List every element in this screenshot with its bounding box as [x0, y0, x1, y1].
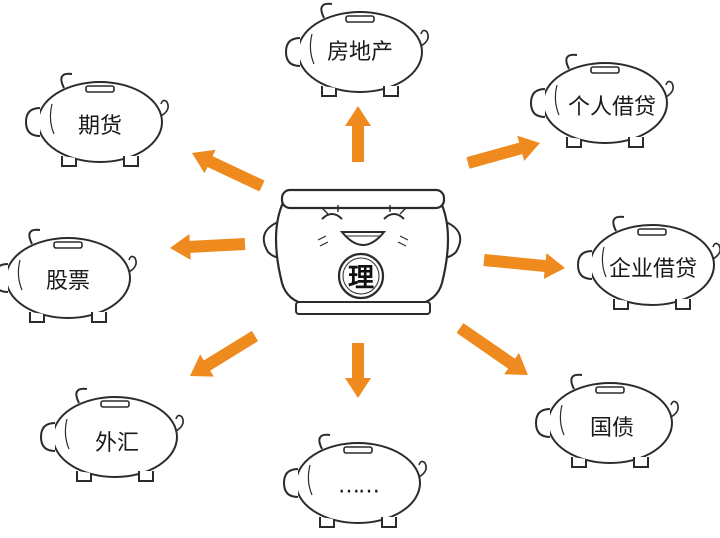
arrow-to-forex: [190, 330, 259, 377]
label-forex: 外汇: [94, 431, 140, 456]
arrow-to-corporate-loan: [483, 253, 565, 279]
label-treasury-bonds: 国债: [589, 416, 635, 441]
central-pot: [262, 188, 462, 315]
label-more: ……: [338, 473, 380, 499]
label-corporate-loan: 企业借贷: [608, 257, 698, 282]
arrow-to-more: [345, 343, 371, 398]
arrow-to-stocks: [170, 234, 246, 260]
arrow-to-real-estate: [345, 106, 371, 162]
label-real-estate: 房地产: [326, 40, 394, 65]
label-futures: 期货: [77, 114, 123, 139]
label-personal-loan: 个人借贷: [567, 95, 657, 120]
arrow-to-personal-loan: [466, 135, 540, 169]
arrow-to-futures: [192, 149, 265, 192]
arrows-group: [170, 106, 565, 398]
arrow-to-treasury-bonds: [456, 323, 528, 375]
label-stocks: 股票: [45, 269, 91, 294]
center-character: 理: [347, 263, 375, 294]
